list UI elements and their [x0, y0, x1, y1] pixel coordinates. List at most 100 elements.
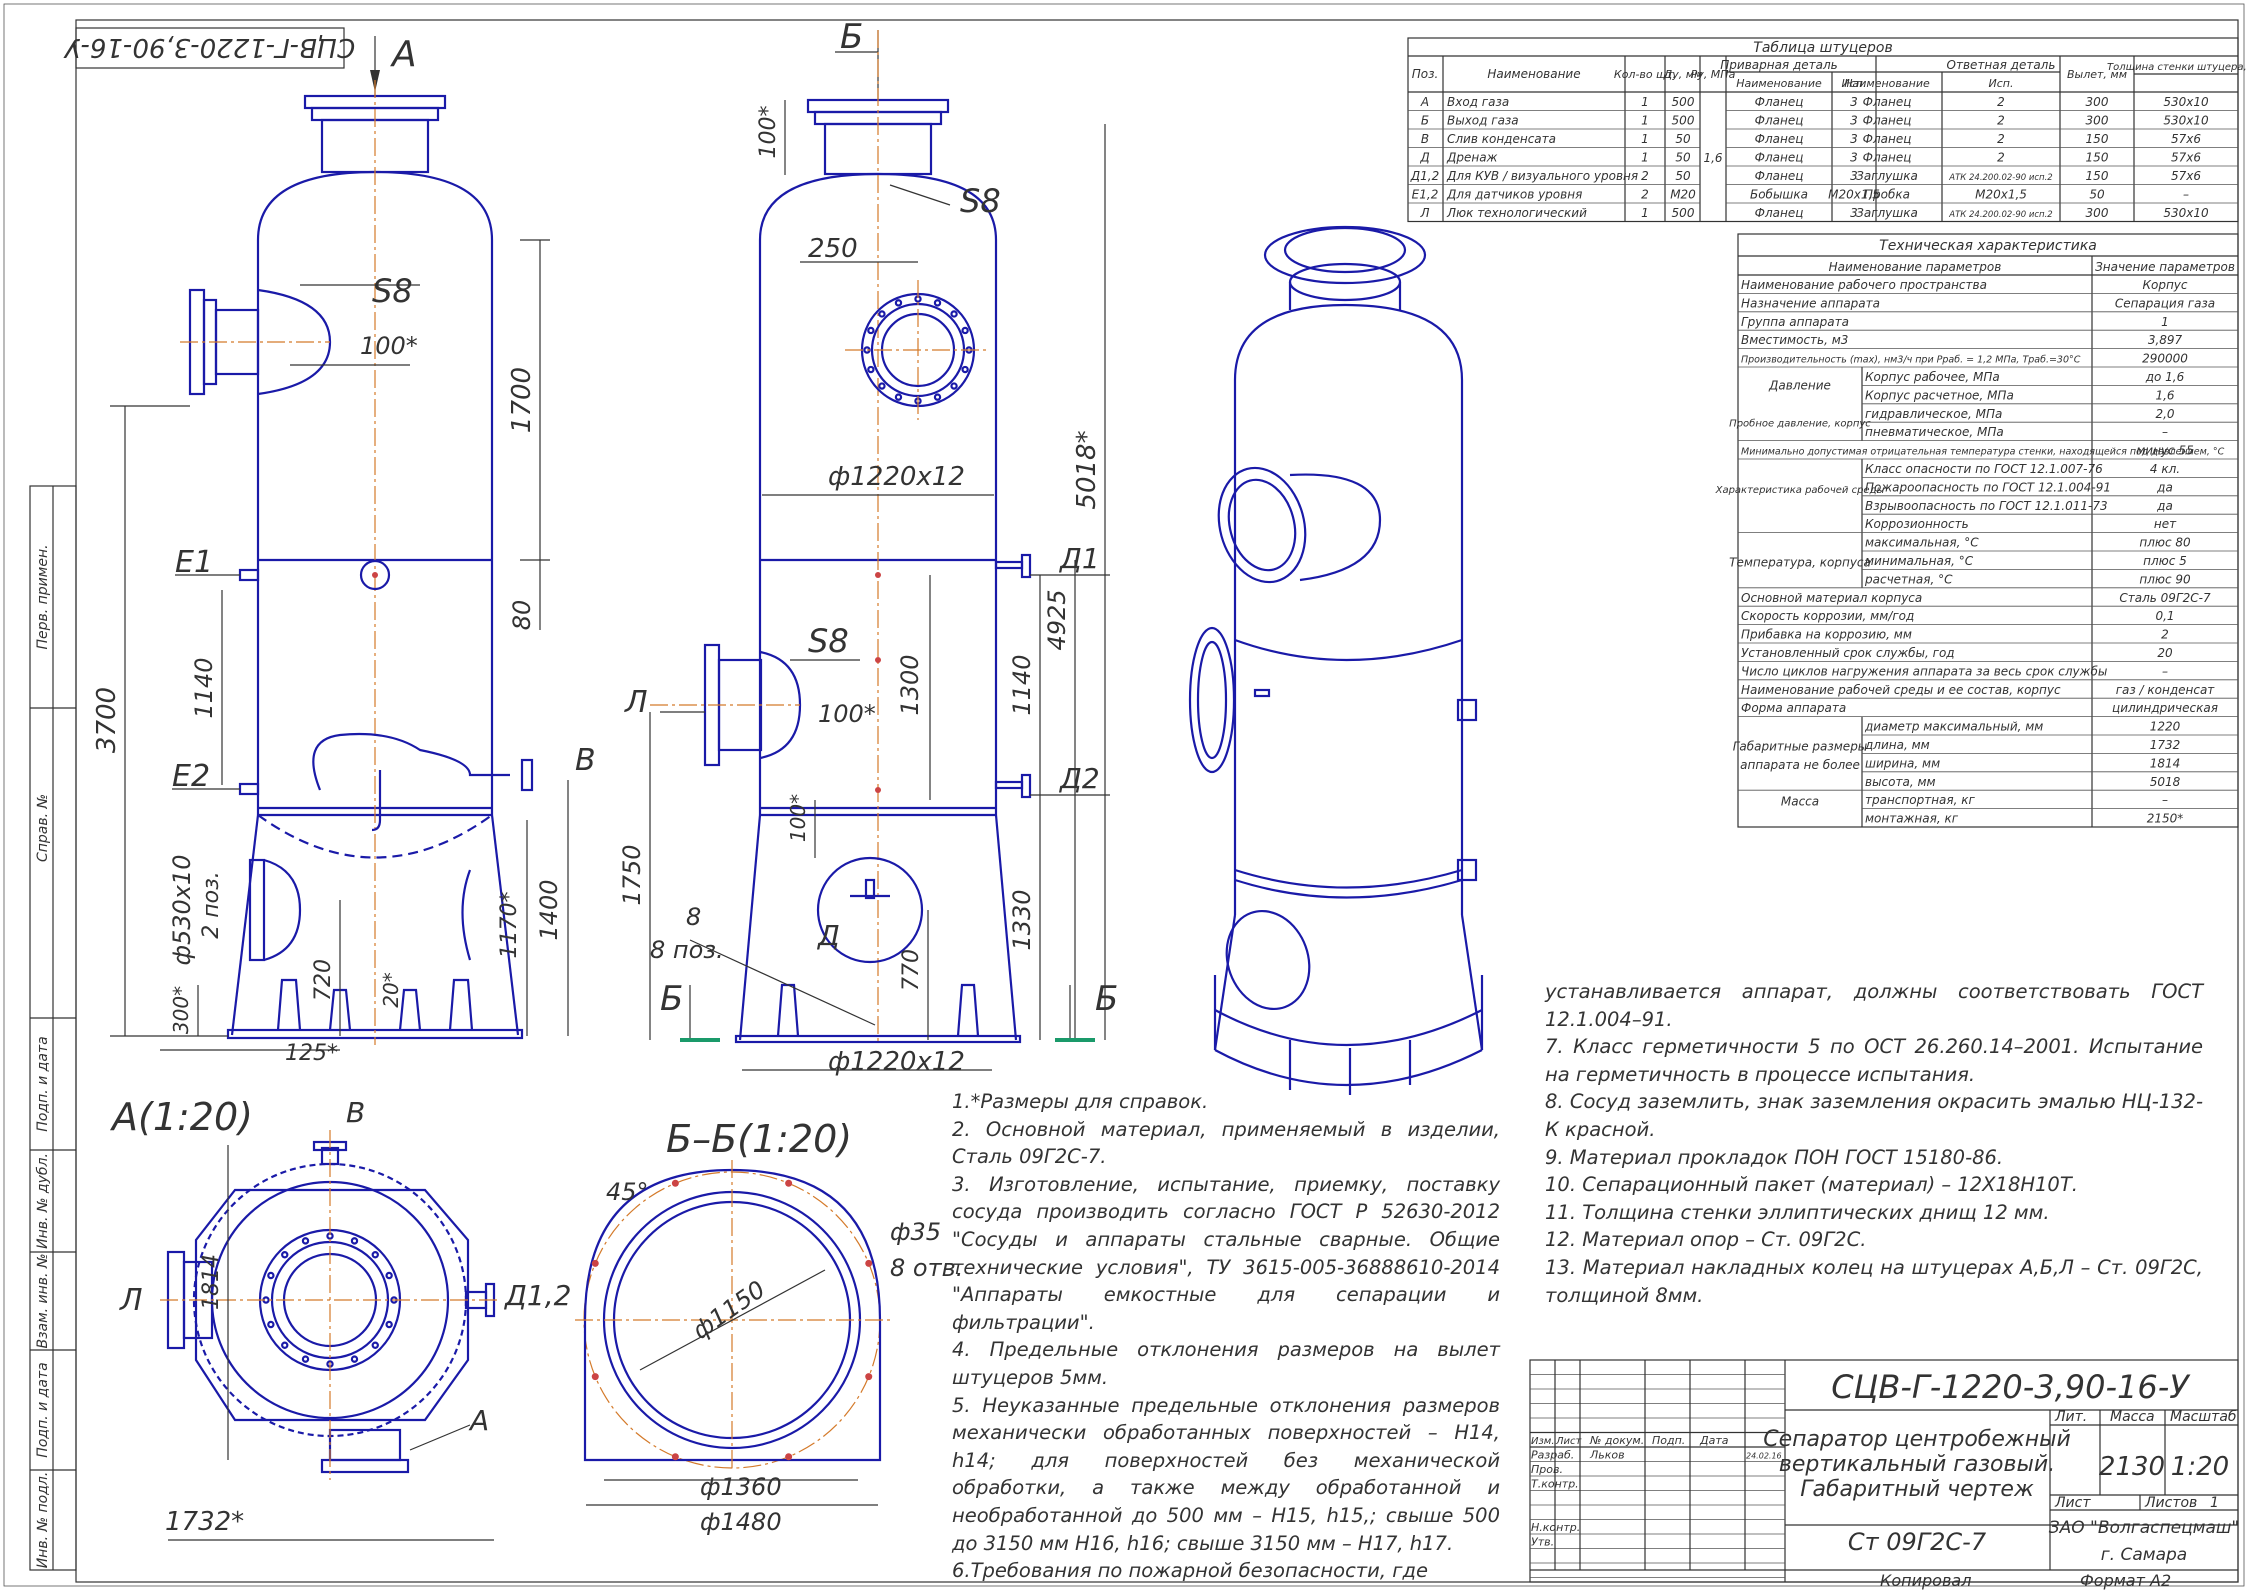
- nt-cell-qty: 2: [1641, 188, 1649, 202]
- nt-cell-wname: Фланец: [1755, 206, 1804, 220]
- side-d1220: ф1220х12: [828, 462, 965, 492]
- nt-cell-cname: Заглушка: [1856, 206, 1918, 220]
- nt-cell-vylet: 150: [2086, 151, 2109, 165]
- note-6: 6.Требования по пожарной безопасности, г…: [952, 1559, 1428, 1583]
- tb-material: Ст 09Г2С-7: [1848, 1528, 1987, 1556]
- nt-cell-wname: Бобышка: [1750, 188, 1808, 202]
- side-center-marks: [875, 572, 881, 793]
- note-10: 10. Сепарационный пакет (материал) – 12Х…: [1545, 1173, 2078, 1197]
- viewa-a: А: [468, 1404, 489, 1437]
- tech-row-name: высота, мм: [1865, 775, 1936, 789]
- tb-razrab-name: Льков: [1589, 1449, 1625, 1462]
- tech-row-value: 2150*: [2147, 812, 2184, 826]
- nt-cell-dn: 500: [1672, 114, 1695, 128]
- tech-row-name: минимальная, °С: [1865, 554, 1974, 568]
- tech-row-value: Сталь 09Г2С-7: [2119, 591, 2211, 605]
- front-2poz: 2 поз.: [199, 871, 224, 939]
- nt-cell-cisp: 2: [1997, 151, 2005, 165]
- side-label-podp1: Подп. и дата: [35, 1036, 51, 1131]
- bolt-hole: [371, 1341, 379, 1349]
- note-12: 12. Материал опор – Ст. 09Г2С.: [1545, 1228, 1867, 1252]
- nt-cell-qty: 1: [1641, 114, 1649, 128]
- nt-cell-qty: 1: [1641, 151, 1649, 165]
- tech-row-value: Корпус: [2142, 278, 2187, 292]
- nt-cell-poz: Е1,2: [1412, 188, 1439, 202]
- nt-cell-poz: Б: [1421, 114, 1429, 128]
- note-6-cont: устанавливается аппарат, должны соответс…: [1545, 980, 2203, 1031]
- front-s8: S8: [372, 272, 413, 310]
- side-1300: 1300: [896, 654, 924, 715]
- tech-row-value: 0,1: [2155, 609, 2174, 623]
- nt-cell-name: Слив конденсата: [1447, 132, 1556, 146]
- tech-h-param: Наименование параметров: [1829, 260, 2002, 274]
- bolt-hole: [878, 382, 886, 390]
- nt-cell-poz: А: [1420, 95, 1429, 109]
- bolt-hole: [281, 1341, 289, 1349]
- note-13: 13. Материал накладных колец на штуцерах…: [1545, 1255, 2203, 1307]
- tech-row-value: 1814: [2150, 756, 2181, 770]
- nt-h-cisp: Исп.: [1989, 77, 2014, 90]
- tech-row-value: плюс 5: [2143, 554, 2187, 568]
- nt-cell-poz: Д: [1419, 151, 1429, 165]
- tech-row-name: Коррозионность: [1865, 517, 1969, 531]
- side-1140: 1140: [1008, 654, 1036, 715]
- tech-row-value: 20: [2157, 646, 2173, 660]
- nt-cell-wisp: 3: [1850, 206, 1858, 220]
- note-2: 2. Основной материал, применяемый в изде…: [952, 1117, 1500, 1169]
- side-dd: Д: [816, 919, 840, 952]
- nt-cell-name: Дренаж: [1446, 151, 1498, 165]
- tech-row-name: Класс опасности по ГОСТ 12.1.007-76: [1865, 462, 2103, 476]
- bolt-hole: [385, 1271, 393, 1280]
- nt-cell-vylet: 300: [2086, 206, 2109, 220]
- bolt-hole: [350, 1355, 359, 1363]
- side-label-dubl: Инв. № дубл.: [35, 1153, 51, 1249]
- bolt-hole: [301, 1355, 310, 1363]
- front-v: В: [575, 743, 596, 778]
- nt-h-name: Наименование: [1487, 67, 1580, 81]
- side-margin: Перв. примен. Справ. № Подп. и дата Инв.…: [29, 485, 77, 1571]
- side-label-podp2: Подп. и дата: [35, 1362, 51, 1457]
- side-s8b: S8: [808, 622, 849, 660]
- tech-row-name: Корпус расчетное, МПа: [1865, 388, 2014, 402]
- nt-cell-cisp: М20х1,5: [1975, 188, 2027, 202]
- sect-1360: ф1360: [700, 1473, 782, 1501]
- note-1: 1.*Размеры для справок.: [952, 1090, 1209, 1113]
- tech-row-name: гидравлическое, МПа: [1865, 407, 2002, 421]
- tb-company: ЗАО "Волгаспецмаш": [2049, 1518, 2240, 1538]
- nt-cell-wisp: 3: [1850, 151, 1858, 165]
- nt-cell-thick: 57х6: [2171, 151, 2201, 165]
- bolt-hole: [385, 1320, 393, 1329]
- nt-cell-qty: 1: [1641, 132, 1649, 146]
- nt-cell-cname: Фланец: [1863, 151, 1912, 165]
- nt-cell-wisp: М20х1,5: [1828, 188, 1880, 202]
- nt-cell-cname: Фланец: [1863, 95, 1912, 109]
- nt-cell-wname: Фланец: [1755, 132, 1804, 146]
- side-label-vzam: Взам. инв. №: [35, 1253, 51, 1348]
- nozzle-table-title: Таблица штуцеров: [1753, 40, 1892, 56]
- front-3700: 3700: [92, 687, 122, 753]
- front-125: 125*: [285, 1041, 338, 1066]
- nt-cell-dn: 50: [1675, 169, 1691, 183]
- nt-h-thick: Толщина стенки штуцера, мм: [2107, 62, 2248, 73]
- tech-row-name: Вместимость, м3: [1741, 333, 1848, 347]
- outer-border: [3, 3, 2245, 1587]
- nt-cell-poz: Л: [1419, 206, 1429, 220]
- tb-format: Формат А2: [2080, 1571, 2171, 1590]
- nt-cell-thick: 530х10: [2163, 95, 2209, 109]
- nt-cell-qty: 1: [1641, 95, 1649, 109]
- nt-cell-thick: –: [2183, 188, 2189, 202]
- tech-row-value: 1732: [2150, 738, 2181, 752]
- tech-row-name: монтажная, кг: [1865, 812, 1959, 826]
- front-e2: Е2: [172, 759, 210, 794]
- viewa-l: Л: [119, 1283, 143, 1318]
- tb-utv: Утв.: [1531, 1536, 1554, 1549]
- nt-cell-vylet: 300: [2086, 114, 2109, 128]
- note-11: 11. Толщина стенки эллиптических днищ 12…: [1545, 1200, 2050, 1224]
- tech-row-name: Взрывоопасность по ГОСТ 12.1.011-73: [1865, 499, 2108, 513]
- side-l: Л: [624, 685, 648, 720]
- tech-row-value: 1220: [2150, 720, 2181, 734]
- tb-sheets: Листов: [2144, 1495, 2197, 1511]
- bolt-hole: [950, 382, 958, 390]
- viewa-v: В: [346, 1096, 365, 1129]
